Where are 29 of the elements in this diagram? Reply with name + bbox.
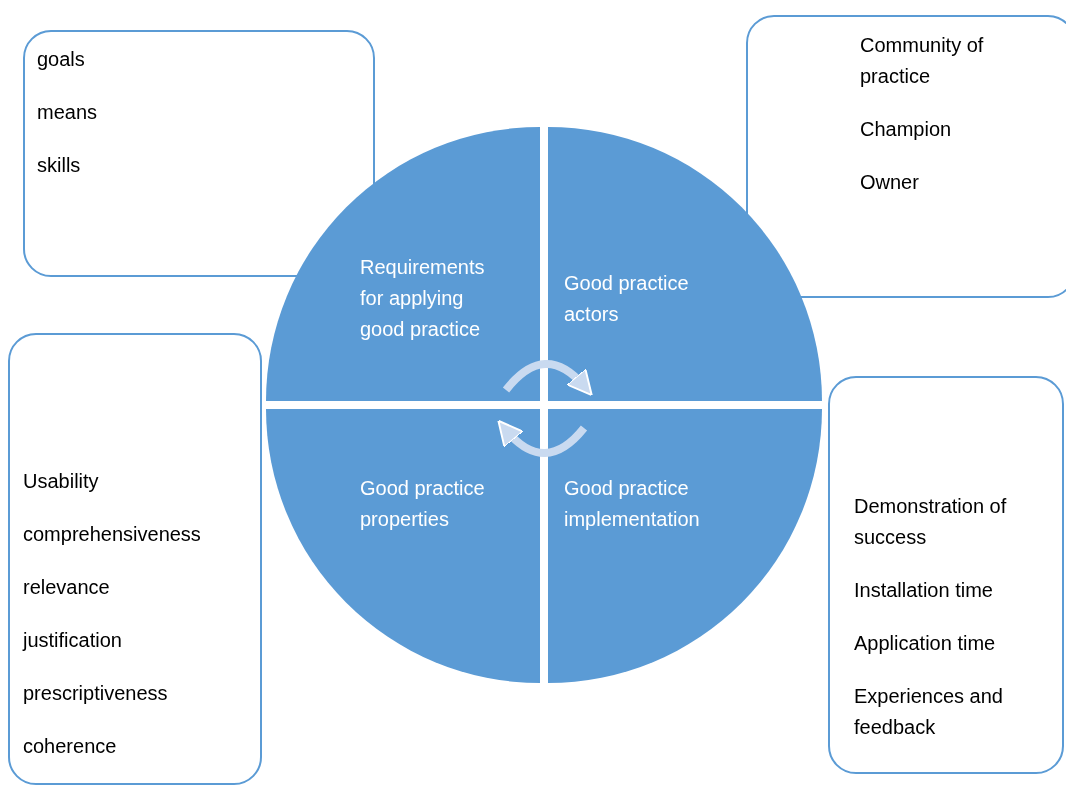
list-item-text: Owner bbox=[860, 170, 920, 195]
list-item-text: coherence bbox=[23, 734, 118, 759]
circle-quadrant bbox=[548, 409, 822, 683]
cycle-arrow bbox=[497, 420, 587, 457]
list-item-text: Usability bbox=[23, 469, 100, 494]
list-item-text: Demonstration of success bbox=[854, 494, 1008, 550]
list-item-text: Experiences and feedback bbox=[854, 684, 1004, 740]
quadrant-title: Good practice implementation bbox=[564, 476, 701, 532]
list-item-text: prescriptiveness bbox=[23, 681, 169, 706]
circle-quadrant bbox=[266, 409, 540, 683]
list-item-text: Community of practice bbox=[860, 33, 985, 89]
list-item-text: skills bbox=[37, 153, 82, 178]
quadrant-title: Good practice actors bbox=[564, 271, 690, 327]
circle-quadrant bbox=[266, 127, 540, 401]
quadrant-title: Good practice properties bbox=[360, 476, 486, 532]
list-panel bbox=[746, 15, 1066, 298]
list-item-text: Application time bbox=[854, 631, 997, 656]
list-item-text: comprehensiveness bbox=[23, 522, 202, 547]
list-panel bbox=[828, 376, 1064, 774]
list-item-text: Champion bbox=[860, 117, 953, 142]
list-item-text: Installation time bbox=[854, 578, 994, 603]
circle-quadrant bbox=[548, 127, 822, 401]
list-item-text: justification bbox=[23, 628, 123, 653]
list-panel bbox=[8, 333, 262, 785]
list-item-text: relevance bbox=[23, 575, 111, 600]
cycle-arrow bbox=[502, 360, 594, 396]
list-item-text: means bbox=[37, 100, 99, 125]
list-item-text: goals bbox=[37, 47, 86, 72]
quadrant-title: Requirements for applying good practice bbox=[360, 255, 486, 342]
